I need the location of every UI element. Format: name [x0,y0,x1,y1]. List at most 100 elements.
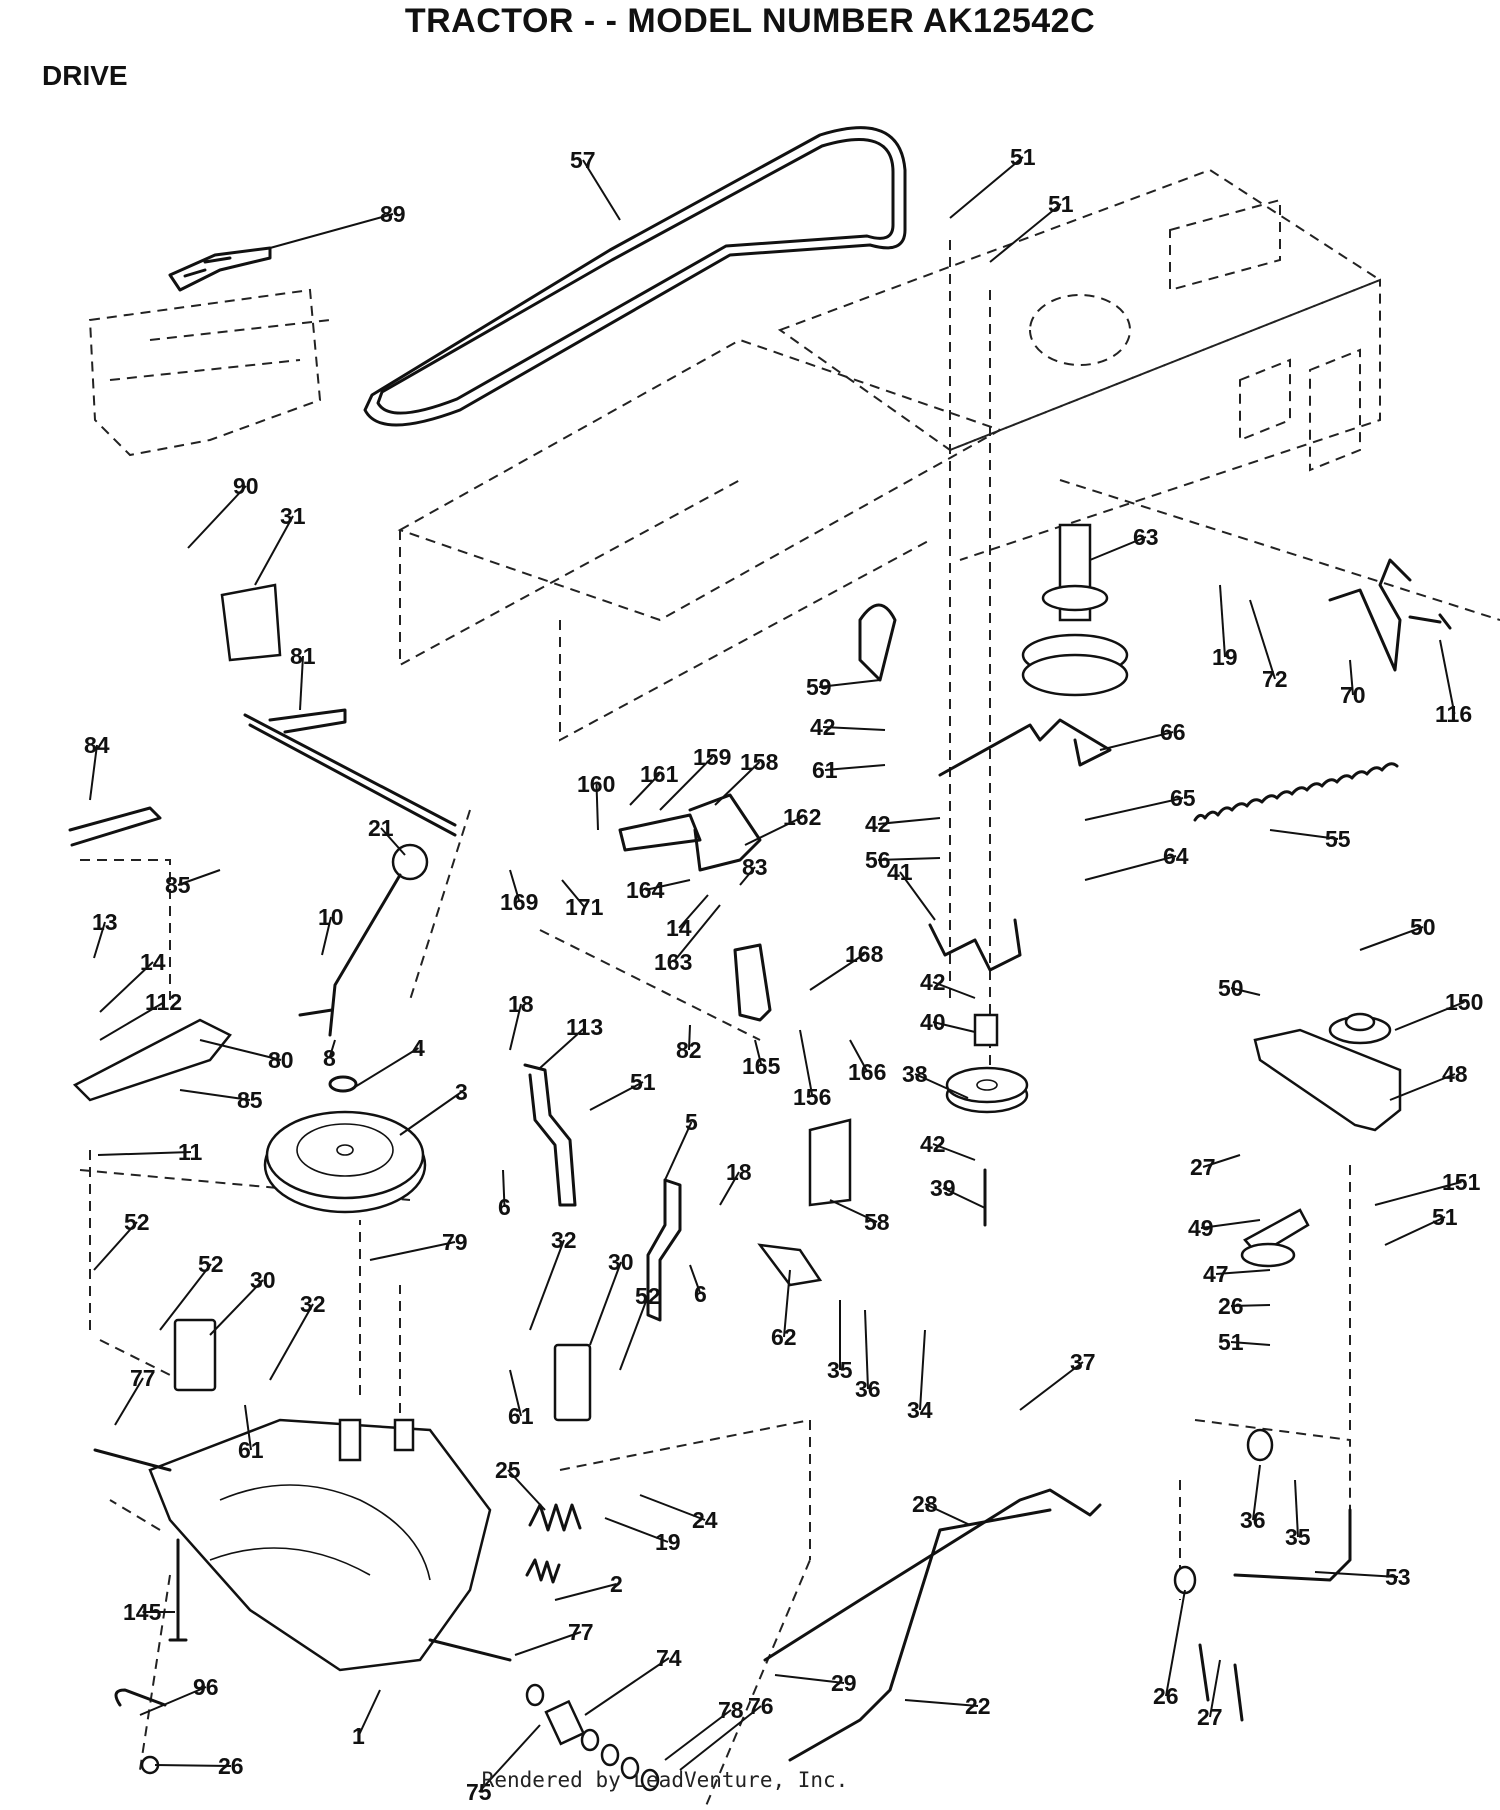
part-number-label: 64 [1163,843,1189,869]
part-number-label: 145 [123,1599,162,1625]
callout-c168: 168 [809,941,884,991]
frame-outline [79,168,1500,1810]
leader-line [399,1091,463,1136]
callout-c163: 163 [654,904,721,975]
leader-line [369,1241,456,1261]
rod-53 [1233,1508,1352,1582]
callout-c42d: 42 [920,1131,976,1161]
leader-line [1084,797,1184,821]
part-number-label: 6 [498,1194,511,1220]
part-number-label: 26 [1153,1683,1179,1709]
leader-line [529,1239,565,1331]
part-number-label: 75 [466,1779,492,1805]
leader-line [1249,599,1276,680]
callout-c28: 28 [912,1491,971,1526]
part-number-label: 96 [193,1674,219,1700]
leader-line [1359,926,1424,951]
leader-line [514,1631,582,1656]
part-number-label: 160 [577,771,615,797]
callout-c160: 160 [577,771,615,831]
leader-line [659,756,714,811]
pulley-150 [1328,1012,1392,1045]
leader-line [919,1329,926,1411]
part-number-label: 78 [718,1697,744,1723]
callout-c55: 55 [1269,826,1351,852]
plate-89 [168,246,272,292]
leader-line [1230,987,1261,996]
leader-line [179,1089,251,1101]
callout-c36a: 36 [855,1309,881,1402]
part-number-label: 32 [551,1227,577,1253]
washer-36 [1246,1428,1274,1462]
callout-c113: 113 [539,1014,603,1069]
clip-59 [858,603,897,682]
callout-c14b: 14 [99,949,166,1013]
callout-c14a: 14 [666,894,709,941]
part-number-label: 90 [233,473,259,499]
part-number-label: 22 [965,1693,991,1719]
leader-line [818,679,881,688]
leader-line [864,1309,869,1390]
leader-line [849,1039,869,1073]
leader-line [1165,1589,1186,1697]
part-number-label: 63 [1133,524,1159,550]
section-heading: DRIVE [42,60,128,91]
leader-line [539,1026,587,1069]
leader-line [688,1024,691,1051]
leader-line [1219,584,1226,658]
part-number-label: 84 [84,732,110,758]
callout-c5: 5 [664,1109,698,1181]
leader-line [1349,659,1354,696]
callout-c77b: 77 [514,1619,594,1656]
part-number-label: 30 [608,1249,634,1275]
leader-line [321,916,332,956]
part-number-label: 4 [412,1035,425,1061]
part-number-label: 61 [238,1437,264,1463]
part-number-label: 52 [635,1283,661,1309]
callout-c13: 13 [92,909,118,959]
callout-c166: 166 [848,1039,886,1085]
part-number-label: 10 [318,904,344,930]
leader-line [1230,1341,1271,1346]
callout-c42b: 42 [865,811,941,837]
page-title: TRACTOR - - MODEL NUMBER AK12542C [404,2,1096,40]
part-number-label: 163 [654,949,692,975]
callout-c80: 80 [199,1039,294,1073]
part-number-label: 40 [920,1009,946,1035]
part-number-label: 14 [666,915,692,941]
callout-c26c: 26 [154,1753,244,1779]
part-number-label: 171 [565,894,604,920]
callout-c6b: 6 [689,1264,707,1307]
bracket-48 [1253,1028,1402,1132]
leader-line [774,1674,845,1684]
leader-line [380,827,406,856]
callout-c51c: 51 [589,1069,656,1111]
part-number-label: 42 [920,969,946,995]
callout-c22: 22 [904,1693,991,1719]
leader-line [561,879,586,908]
leader-line [177,869,221,886]
leader-line [689,1264,702,1295]
part-number-label: 164 [626,877,665,903]
leader-line [932,1143,976,1161]
leader-line [554,1583,617,1601]
part-number-label: 66 [1160,719,1186,745]
part-number-label: 166 [848,1059,886,1085]
part-number-label: 52 [198,1251,224,1277]
leader-line [93,1221,138,1271]
leader-line [1384,1216,1446,1246]
part-number-label: 77 [568,1619,594,1645]
leader-line [357,1689,381,1737]
part-number-label: 35 [1285,1524,1311,1550]
callout-c116: 116 [1435,639,1472,727]
part-number-label: 18 [726,1159,752,1185]
bracket-30a [173,1318,217,1392]
callout-c72: 72 [1249,599,1288,692]
part-number-label: 161 [640,761,679,787]
part-number-label: 85 [237,1087,263,1113]
part-number-label: 59 [806,674,832,700]
part-number-label: 6 [694,1281,707,1307]
part-number-label: 37 [1070,1349,1096,1375]
link-159 [618,813,702,852]
